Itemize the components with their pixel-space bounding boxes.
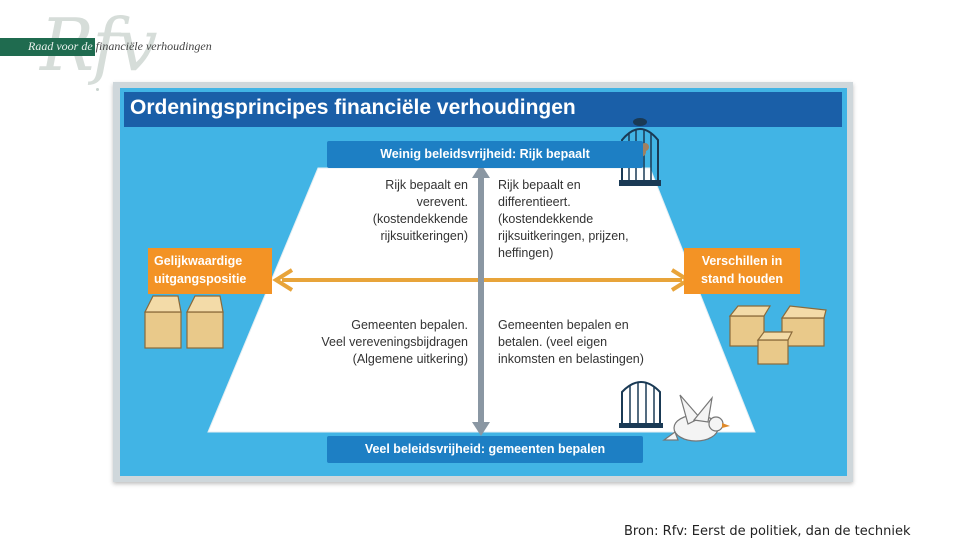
right-label-line1: Verschillen in	[690, 252, 794, 270]
quadrant-text-line: differentieert.	[498, 194, 629, 211]
left-label: Gelijkwaardige uitgangspositie	[148, 248, 272, 294]
stacked-boxes-icon	[730, 306, 826, 364]
quadrant-text-line: betalen. (veel eigen	[498, 334, 644, 351]
right-label: Verschillen in stand houden	[684, 248, 800, 294]
quadrant-text-line: (kostendekkende	[338, 211, 468, 228]
quadrant-text-line: Gemeenten bepalen en	[498, 317, 644, 334]
top-label: Weinig beleidsvrijheid: Rijk bepaalt	[327, 141, 643, 168]
quadrant-text-line: rijksuitkeringen, prijzen,	[498, 228, 629, 245]
quadrant-text-line: inkomsten en belastingen)	[498, 351, 644, 368]
bottom-label: Veel beleidsvrijheid: gemeenten bepalen	[327, 436, 643, 463]
quadrant-text-line: (Algemene uitkering)	[290, 351, 468, 368]
quadrant-bottom-right: Gemeenten bepalen en betalen. (veel eige…	[498, 317, 644, 368]
quadrant-bottom-left: Gemeenten bepalen. Veel vereveningsbijdr…	[290, 317, 468, 368]
left-label-line1: Gelijkwaardige	[154, 252, 266, 270]
quadrant-text-line: Gemeenten bepalen.	[290, 317, 468, 334]
source-caption: Bron: Rfv: Eerst de politiek, dan de tec…	[624, 524, 911, 539]
quadrant-text-line: heffingen)	[498, 245, 629, 262]
quadrant-top-right: Rijk bepaalt en differentieert. (kostend…	[498, 177, 629, 262]
quadrant-text-line: (kostendekkende	[498, 211, 629, 228]
quadrant-text-line: rijksuitkeringen)	[338, 228, 468, 245]
quadrant-text-line: Veel vereveningsbijdragen	[290, 334, 468, 351]
right-label-line2: stand houden	[690, 270, 794, 288]
quadrant-text-line: Rijk bepaalt en	[498, 177, 629, 194]
quadrant-text-line: Rijk bepaalt en	[338, 177, 468, 194]
two-boxes-icon	[145, 296, 223, 348]
quadrant-top-left: Rijk bepaalt en verevent. (kostendekkend…	[338, 177, 468, 245]
left-label-line2: uitgangspositie	[154, 270, 266, 288]
quadrant-text-line: verevent.	[338, 194, 468, 211]
